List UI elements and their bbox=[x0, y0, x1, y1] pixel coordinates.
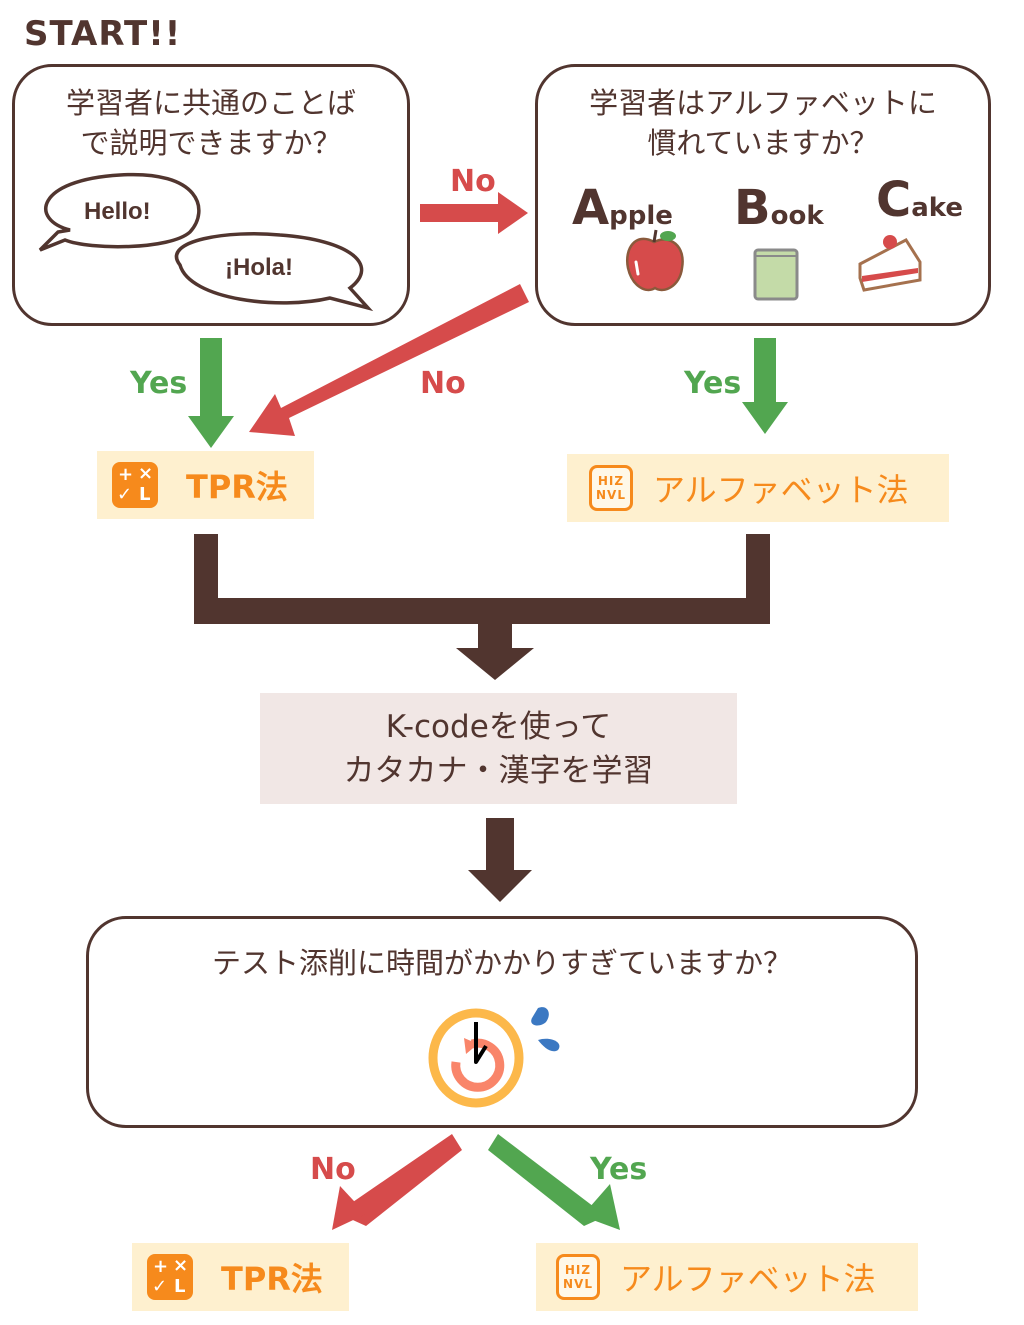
no-label-diagonal: No bbox=[420, 366, 466, 401]
method-tpr-bottom: + × ✓ L TPR法 bbox=[132, 1243, 349, 1311]
speech-bubble-hola bbox=[175, 232, 374, 312]
question-1-line-1: 学習者に共通のことば bbox=[65, 86, 356, 120]
no-arrow-bottom bbox=[332, 1134, 462, 1230]
method-tpr-bottom-label: TPR法 bbox=[221, 1260, 323, 1298]
method-alphabet-top-label: アルファベット法 bbox=[653, 471, 909, 509]
no-label-right: No bbox=[450, 164, 496, 199]
clock-sweat-icon bbox=[428, 1007, 560, 1108]
kcode-learning-box: K-codeを使って カタカナ・漢字を学習 bbox=[260, 693, 737, 804]
word-cake-initial: C bbox=[876, 172, 912, 228]
word-apple: Apple bbox=[572, 180, 673, 236]
method-tpr-top: + × ✓ L TPR法 bbox=[97, 451, 314, 519]
no-arrow-diagonal bbox=[249, 284, 529, 436]
speech-bubble-hola-text: ¡Hola! bbox=[225, 254, 293, 281]
question-2-line-2: 慣れていますか？ bbox=[647, 126, 879, 160]
method-tpr-top-label: TPR法 bbox=[186, 468, 288, 506]
word-cake: Cake bbox=[876, 172, 963, 228]
tpr-icon: + × ✓ L bbox=[147, 1254, 193, 1300]
cake-icon bbox=[858, 235, 922, 292]
alphabet-icon: HIZ NVL bbox=[556, 1254, 600, 1300]
method-alphabet-bottom-label: アルファベット法 bbox=[620, 1260, 876, 1298]
alphabet-icon: HIZ NVL bbox=[589, 465, 633, 511]
question-1-line-2: で説明できますか？ bbox=[80, 126, 342, 160]
word-apple-rest: pple bbox=[609, 201, 673, 231]
no-arrow-right bbox=[420, 192, 528, 234]
method-alphabet-top: HIZ NVL アルファベット法 bbox=[567, 454, 949, 522]
kcode-line-1: K-codeを使って bbox=[385, 708, 612, 745]
word-book-rest: ook bbox=[770, 201, 824, 231]
speech-bubble-hello bbox=[38, 172, 201, 252]
tpr-icon: + × ✓ L bbox=[112, 462, 158, 508]
merge-connector-arrow bbox=[194, 534, 770, 680]
no-label-bottom: No bbox=[310, 1152, 356, 1187]
yes-arrow-bottom bbox=[488, 1134, 620, 1230]
yes-label-left: Yes bbox=[130, 366, 188, 401]
start-label: START!! bbox=[24, 14, 182, 54]
apple-icon bbox=[625, 229, 684, 292]
word-cake-rest: ake bbox=[911, 193, 964, 223]
yes-label-bottom: Yes bbox=[590, 1152, 648, 1187]
book-icon bbox=[753, 248, 799, 301]
question-3-text: テスト添削に時間がかかりすぎていますか？ bbox=[211, 946, 792, 980]
yes-label-right: Yes bbox=[684, 366, 742, 401]
kcode-line-2: カタカナ・漢字を学習 bbox=[343, 752, 654, 789]
yes-arrow-down-right bbox=[742, 338, 788, 434]
word-apple-initial: A bbox=[572, 180, 610, 236]
yes-arrow-down-left bbox=[188, 338, 234, 448]
method-alphabet-bottom: HIZ NVL アルファベット法 bbox=[536, 1243, 918, 1311]
word-book-initial: B bbox=[734, 180, 771, 236]
speech-bubble-hello-text: Hello! bbox=[84, 198, 151, 225]
speech-bubbles-illustration bbox=[38, 172, 374, 312]
question-2-line-1: 学習者はアルファベットに bbox=[589, 86, 937, 120]
word-book: Book bbox=[734, 180, 824, 236]
down-arrow-to-q3 bbox=[468, 818, 532, 902]
